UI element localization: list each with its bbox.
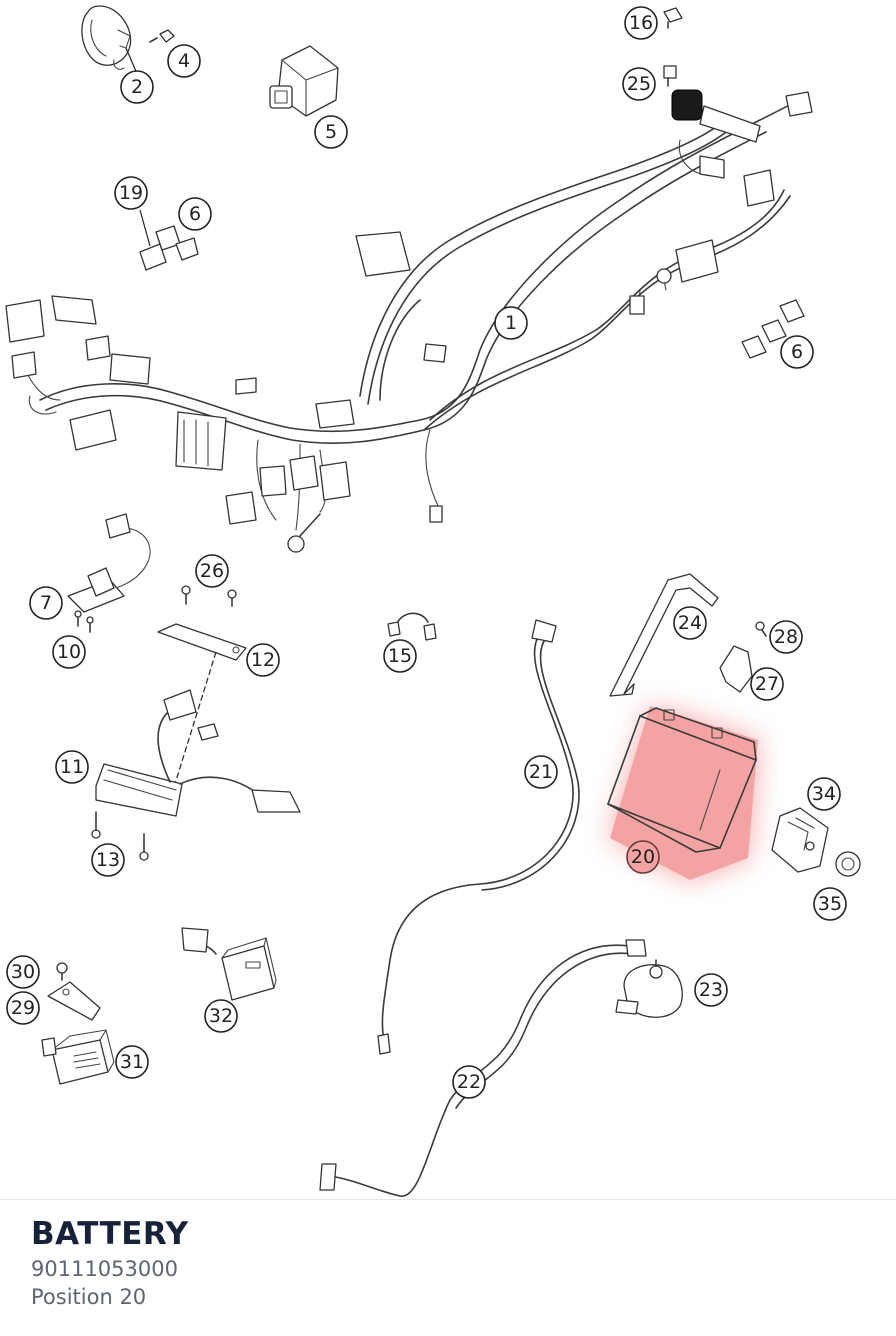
part-name: BATTERY: [31, 1216, 189, 1252]
callout-15[interactable]: 15: [383, 639, 417, 673]
svg-text:15: 15: [388, 645, 412, 667]
fuse-part-25[interactable]: [663, 65, 677, 87]
callout-10[interactable]: 10: [52, 635, 86, 669]
fuse-box-part-34[interactable]: [771, 807, 829, 873]
svg-text:12: 12: [251, 649, 275, 671]
part-position: Position 20: [31, 1285, 147, 1309]
callout-30[interactable]: 30: [6, 955, 40, 989]
callout-7[interactable]: 7: [29, 586, 63, 620]
svg-text:2: 2: [131, 76, 143, 98]
bracket-part-29[interactable]: [47, 981, 101, 1021]
callout-12[interactable]: 12: [246, 643, 280, 677]
svg-text:32: 32: [209, 1005, 233, 1027]
fuse-part-16[interactable]: [663, 7, 683, 29]
relay-bracket-part-7[interactable]: [67, 513, 151, 613]
relay-part-5[interactable]: [269, 45, 339, 117]
svg-text:24: 24: [678, 612, 702, 634]
svg-text:16: 16: [629, 12, 653, 34]
callout-23[interactable]: 23: [694, 973, 728, 1007]
callout-25[interactable]: 25: [622, 67, 656, 101]
exploded-parts-diagram: 1 2 4 5 6 6 7 10 11 12 13 15 16 19 20 21…: [5, 5, 861, 1197]
svg-text:30: 30: [11, 961, 35, 983]
svg-text:35: 35: [818, 893, 842, 915]
svg-text:31: 31: [120, 1051, 144, 1073]
callout-28[interactable]: 28: [769, 620, 803, 654]
horn-part[interactable]: [81, 5, 132, 70]
callout-13[interactable]: 13: [91, 843, 125, 877]
svg-text:20: 20: [631, 846, 655, 868]
screw-part-26[interactable]: [181, 585, 237, 607]
relay-part-32[interactable]: [181, 927, 277, 1001]
flasher-relay-part-31[interactable]: [41, 1029, 115, 1085]
callout-35[interactable]: 35: [813, 887, 847, 921]
svg-text:5: 5: [325, 121, 337, 143]
screw-part-13[interactable]: [91, 811, 149, 861]
screw-part-30[interactable]: [56, 962, 68, 981]
svg-text:7: 7: [40, 592, 52, 614]
selected-part-panel: BATTERY 90111053000 Position 20: [0, 1199, 896, 1336]
callout-24[interactable]: 24: [673, 606, 707, 640]
svg-text:34: 34: [812, 783, 836, 805]
callout-29[interactable]: 29: [6, 991, 40, 1025]
battery-cable-part-21[interactable]: [377, 619, 580, 1055]
screw-part-4[interactable]: [149, 29, 175, 43]
callout-26[interactable]: 26: [195, 554, 229, 588]
callout-31[interactable]: 31: [115, 1045, 149, 1079]
voltage-regulator-part-11[interactable]: [95, 689, 301, 817]
callout-20[interactable]: 20: [626, 840, 660, 874]
bracket-plate-part-12[interactable]: [157, 623, 247, 801]
part-number: 90111053000: [31, 1257, 178, 1281]
svg-text:28: 28: [774, 626, 798, 648]
callout-32[interactable]: 32: [204, 999, 238, 1033]
clamp-part-27[interactable]: [719, 645, 753, 693]
callout-34[interactable]: 34: [807, 777, 841, 811]
svg-text:26: 26: [200, 560, 224, 582]
main-wiring-harness-part-1[interactable]: [5, 89, 813, 553]
svg-text:4: 4: [178, 50, 190, 72]
svg-text:25: 25: [627, 73, 651, 95]
callout-2[interactable]: 2: [120, 70, 154, 104]
relay-part-6-right[interactable]: [741, 299, 805, 359]
cable-part-15[interactable]: [387, 612, 437, 641]
svg-text:10: 10: [57, 641, 81, 663]
callout-22[interactable]: 22: [452, 1065, 486, 1099]
battery-strap-part-24[interactable]: [609, 573, 719, 697]
callout-11[interactable]: 11: [55, 750, 89, 784]
svg-text:22: 22: [457, 1071, 481, 1093]
screw-part-28[interactable]: [755, 621, 767, 637]
callout-5[interactable]: 5: [314, 115, 348, 149]
grommet-part-35[interactable]: [835, 851, 861, 877]
svg-text:6: 6: [189, 203, 201, 225]
svg-text:6: 6: [791, 341, 803, 363]
callout-16[interactable]: 16: [624, 6, 658, 40]
svg-text:19: 19: [119, 182, 143, 204]
callout-19[interactable]: 19: [114, 176, 148, 210]
callout-1[interactable]: 1: [494, 306, 528, 340]
callout-4[interactable]: 4: [167, 44, 201, 78]
starter-relay-part-23[interactable]: [615, 959, 683, 1018]
relay-part-6-left[interactable]: [139, 225, 199, 271]
svg-text:27: 27: [755, 673, 779, 695]
battery-cable-part-22[interactable]: [319, 939, 647, 1197]
svg-text:1: 1: [505, 312, 517, 334]
callout-6-left[interactable]: 6: [178, 197, 212, 231]
battery-part-20[interactable]: [607, 706, 758, 880]
svg-text:21: 21: [529, 761, 553, 783]
svg-text:13: 13: [96, 849, 120, 871]
callout-labels: 1 2 4 5 6 6 7 10 11 12 13 15 16 19 20 21…: [6, 6, 847, 1099]
svg-text:11: 11: [60, 756, 84, 778]
callout-27[interactable]: 27: [750, 667, 784, 701]
screw-part-10[interactable]: [74, 610, 94, 633]
callout-6-right[interactable]: 6: [780, 335, 814, 369]
svg-text:29: 29: [11, 997, 35, 1019]
callout-21[interactable]: 21: [524, 755, 558, 789]
svg-text:23: 23: [699, 979, 723, 1001]
